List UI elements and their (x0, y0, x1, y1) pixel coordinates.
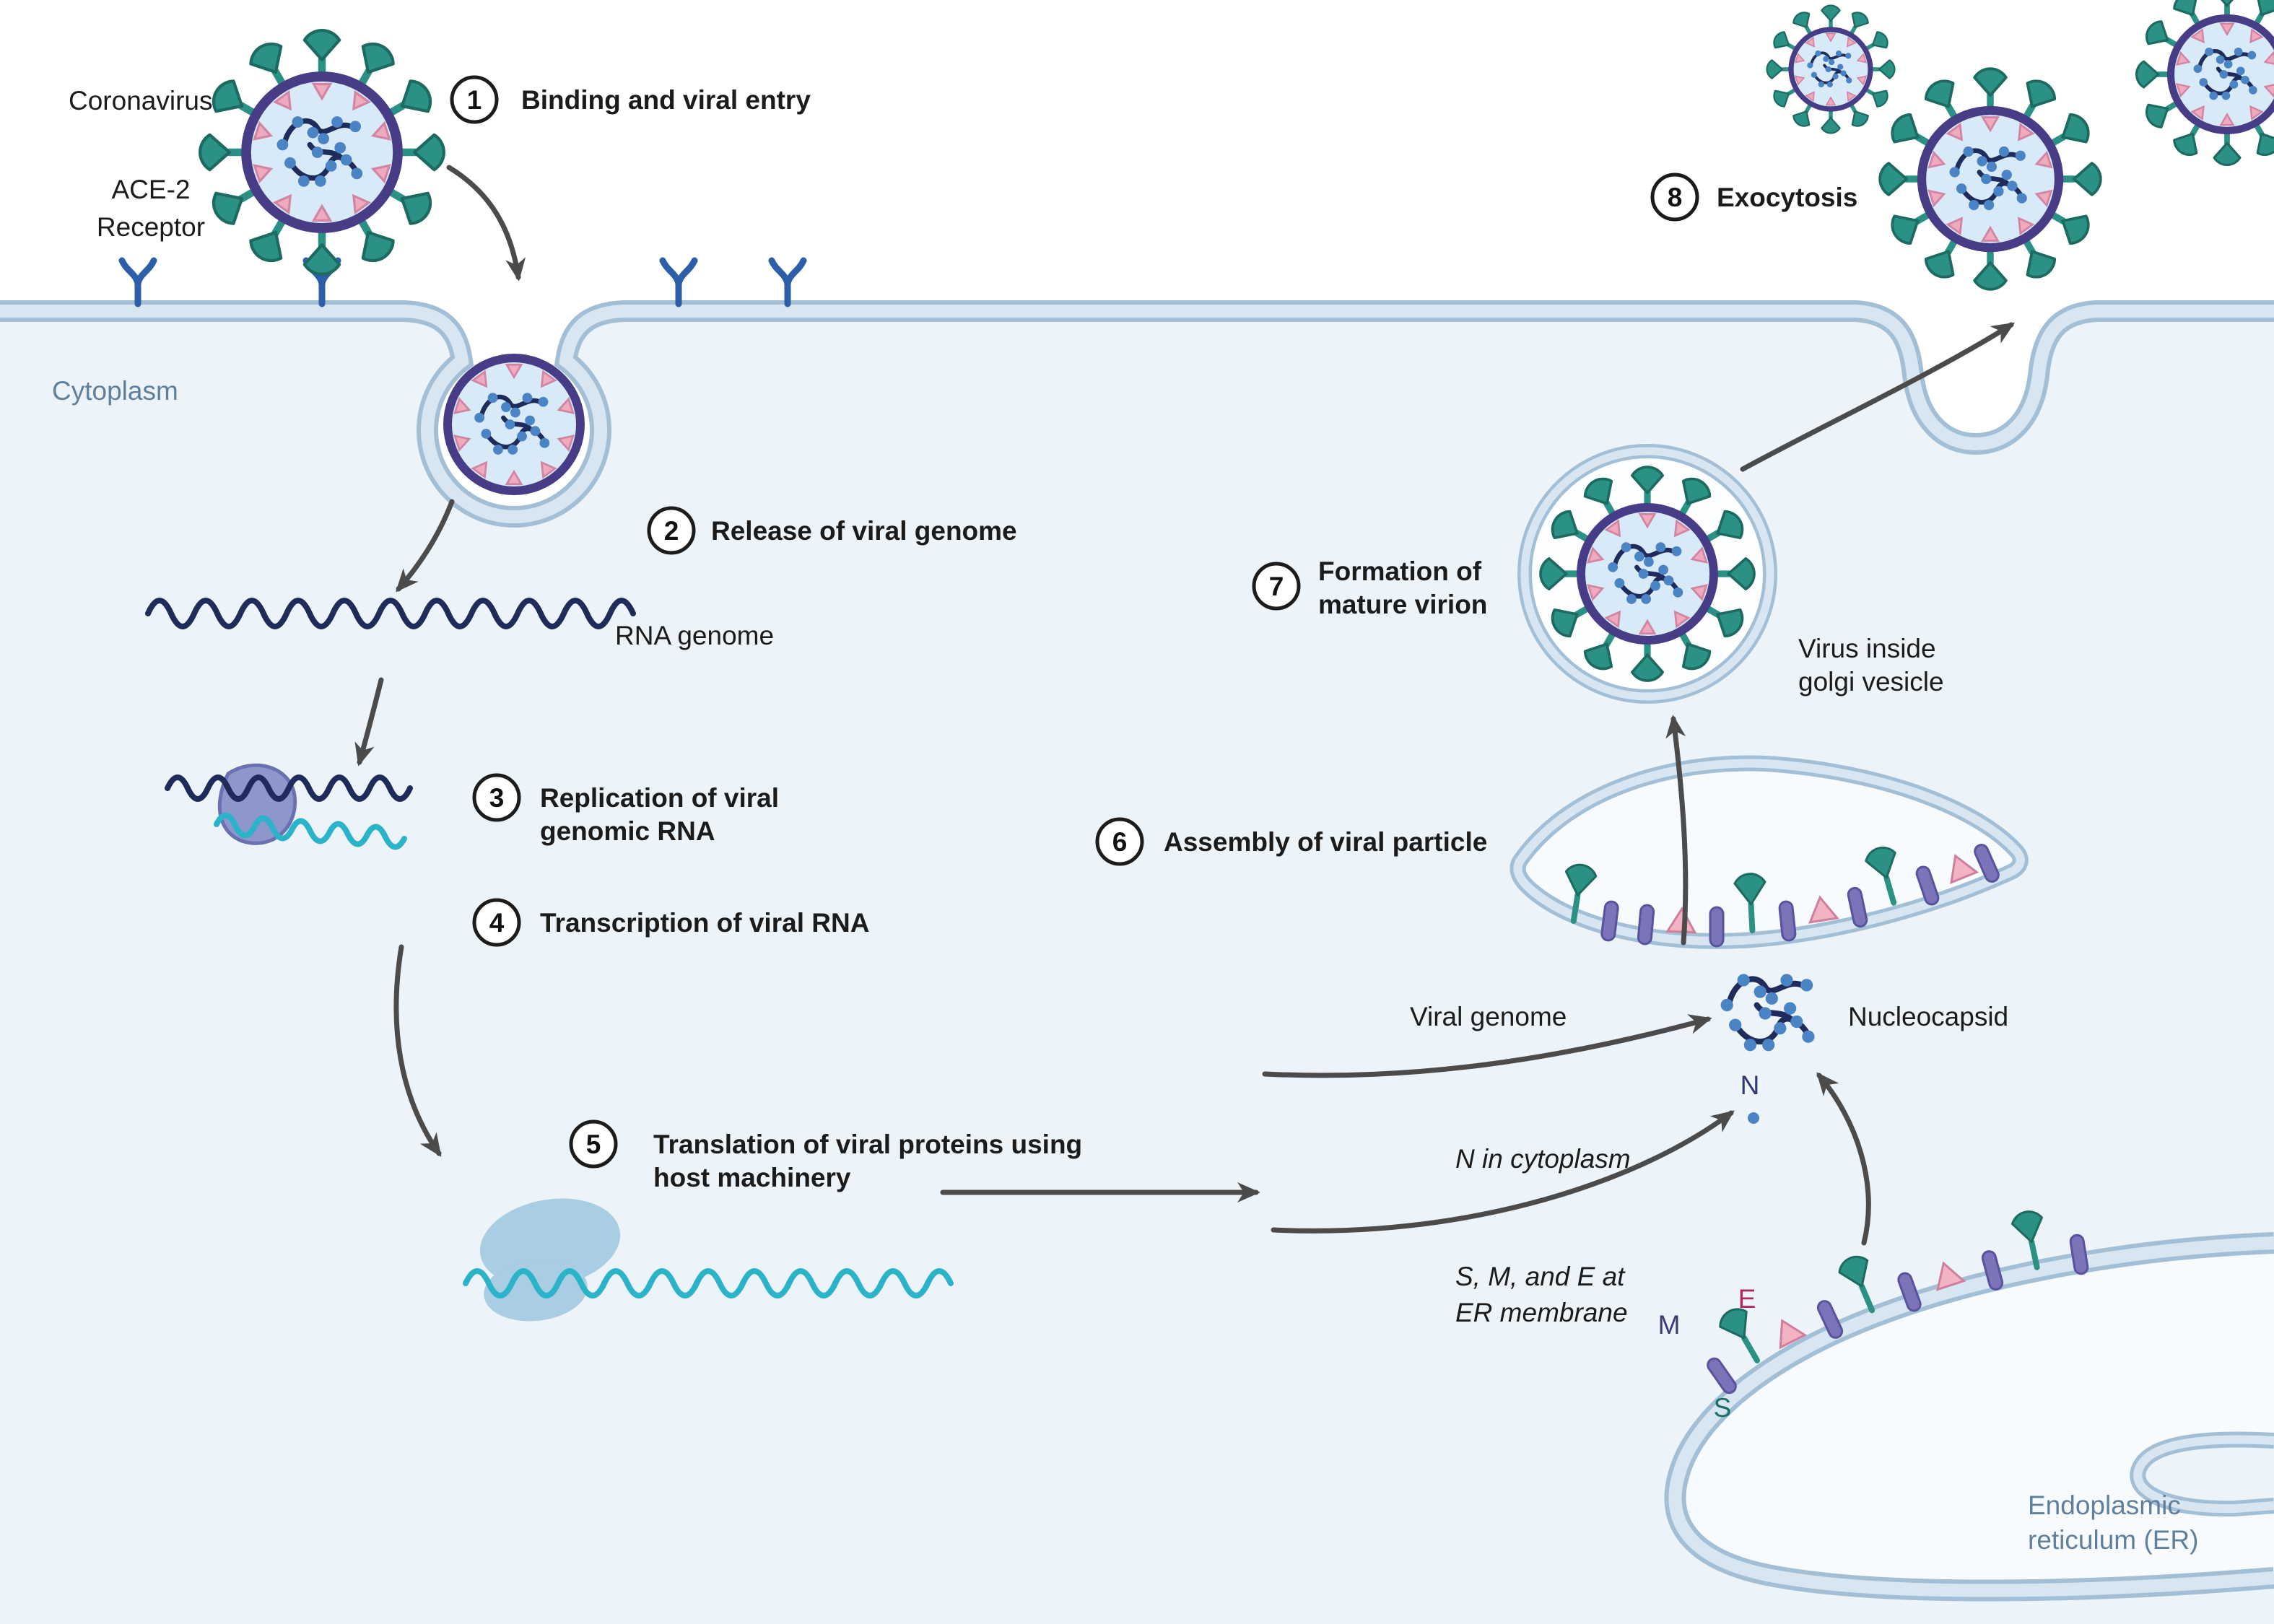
er-label-line2: reticulum (ER) (2028, 1525, 2198, 1555)
arrow-assembly-to-vesicle (1665, 715, 1689, 946)
step-6-number: 6 (1112, 827, 1128, 857)
step-7-number: 7 (1269, 572, 1284, 601)
virus-inside-label-line1: Virus inside (1798, 634, 1936, 663)
golgi-vesicle (1517, 444, 1777, 704)
step-5-badge: 5 Translation of viral proteins using ho… (569, 1119, 1082, 1192)
rna-genome-label: RNA genome (615, 621, 774, 650)
entering-virus-endosome (448, 358, 580, 491)
m-protein-label: M (1658, 1310, 1681, 1340)
n-in-cytoplasm-label: N in cytoplasm (1455, 1144, 1631, 1174)
s-protein-label: S (1714, 1393, 1732, 1423)
nucleocapsid-label: Nucleocapsid (1848, 1002, 2008, 1031)
nucleocapsid-structure (1721, 974, 1815, 1124)
step-7-label: Formation of (1318, 556, 1482, 586)
sme-label-line1: S, M, and E at (1455, 1262, 1626, 1291)
arrow-er-to-assembly (1816, 1072, 1871, 1246)
step-1-number: 1 (467, 85, 482, 115)
step-3-label-line2: genomic RNA (540, 816, 715, 846)
flow-arrows (354, 165, 2016, 1246)
sme-label-line2: ER membrane (1455, 1298, 1628, 1327)
step-4-badge: 4 Transcription of viral RNA (472, 898, 869, 947)
coronavirus-label: Coronavirus (69, 86, 212, 115)
mrna-squiggle (463, 1268, 954, 1298)
arrow-exocytosis (1740, 322, 2016, 472)
arrow-viral-genome (1262, 1014, 1712, 1078)
rna-genome-squiggle (145, 598, 636, 629)
step-4-label: Transcription of viral RNA (540, 908, 869, 938)
arrow-to-translation (393, 944, 442, 1157)
nascent-rna-squiggle (214, 812, 407, 850)
step-2-badge: 2 Release of viral genome (647, 506, 1017, 555)
step-1-badge: 1 Binding and viral entry (450, 75, 811, 124)
plasma-membrane (0, 300, 2274, 528)
step-5-label: Translation of viral proteins using (653, 1130, 1082, 1159)
step-8-number: 8 (1668, 183, 1683, 212)
endoplasmic-reticulum (1664, 1232, 2274, 1602)
virus-inside-label-line2: golgi vesicle (1798, 667, 1944, 697)
step-2-label: Release of viral genome (711, 516, 1017, 546)
er-label-line1: Endoplasmic (2028, 1490, 2181, 1520)
viral-genome-label: Viral genome (1410, 1002, 1567, 1031)
arrow-n-to-nucleocapsid (1271, 1110, 1735, 1234)
golgi-assembly-membrane (1510, 755, 2029, 949)
step-6-label: Assembly of viral particle (1164, 827, 1487, 857)
step-2-number: 2 (664, 516, 679, 546)
translation-machinery (463, 1198, 954, 1322)
step-3-number: 3 (489, 783, 505, 813)
step-8-badge: 8 Exocytosis (1650, 173, 1857, 222)
step-7-label-line2: mature virion (1318, 590, 1487, 619)
step-3-badge: 3 Replication of viral genomic RNA (472, 773, 779, 846)
step-5-label-line2: host machinery (653, 1163, 851, 1192)
step-5-number: 5 (586, 1130, 601, 1159)
replication-complex (165, 763, 413, 850)
e-protein-label: E (1738, 1284, 1756, 1314)
arrow-binding-entry (446, 165, 526, 281)
step-6-badge: 6 Assembly of viral particle (1095, 817, 1487, 866)
n-protein-dot (1748, 1112, 1759, 1124)
step-3-label: Replication of viral (540, 783, 779, 813)
step-1-label: Binding and viral entry (521, 85, 811, 115)
ace2-label-line2: Receptor (97, 212, 205, 242)
n-protein-label: N (1741, 1070, 1760, 1100)
cytoplasm-label: Cytoplasm (52, 376, 178, 406)
step-8-label: Exocytosis (1717, 183, 1857, 212)
ace2-label-line1: ACE-2 (112, 175, 191, 204)
arrow-to-replication (354, 677, 384, 767)
arrow-genome-release (396, 499, 455, 593)
step-4-number: 4 (489, 908, 505, 938)
step-7-badge: 7 Formation of mature virion (1252, 556, 1487, 619)
template-rna-squiggle (165, 774, 413, 802)
